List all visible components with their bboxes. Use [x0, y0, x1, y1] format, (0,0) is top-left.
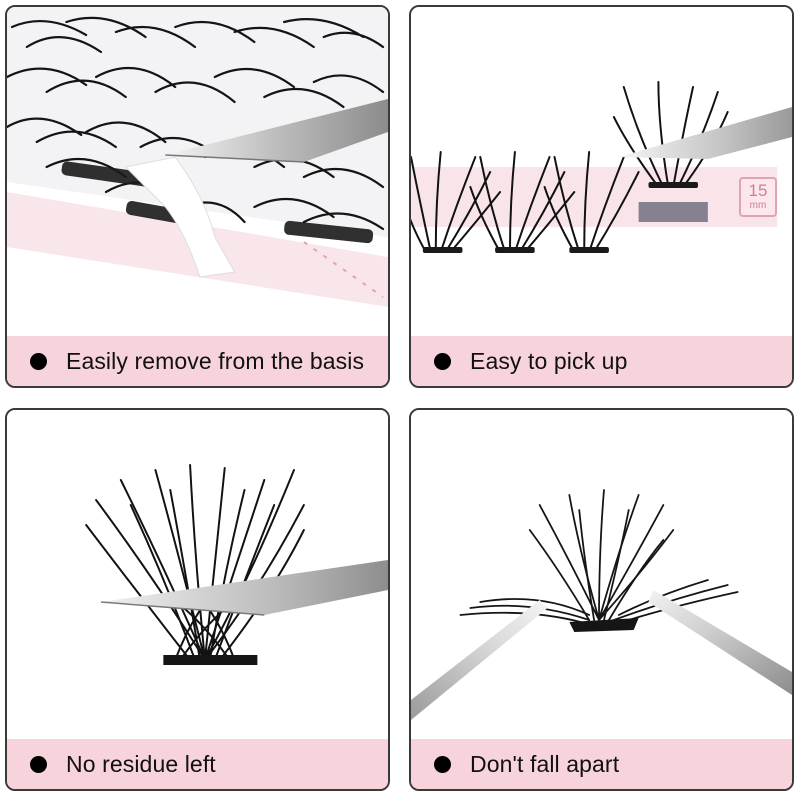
- caption-bar: Easy to pick up: [411, 336, 792, 386]
- caption-bar: Don't fall apart: [411, 739, 792, 789]
- filled-circle-icon: [434, 352, 451, 370]
- length-tag: 15 mm: [739, 177, 777, 217]
- single-cluster-photo: [7, 410, 388, 741]
- single-cluster-illustration: [7, 410, 388, 741]
- caption-bar: No residue left: [7, 739, 388, 789]
- panel-dont-fall-apart: Don't fall apart: [409, 408, 794, 791]
- filled-circle-icon: [434, 755, 451, 773]
- lash-strip-illustration: [411, 7, 792, 338]
- lash-clusters: [411, 81, 729, 253]
- caption-bar: Easily remove from the basis: [7, 336, 388, 386]
- caption-text: Easily remove from the basis: [66, 347, 365, 374]
- panel-easy-pick-up: 15 mm Easy to pick up: [409, 5, 794, 388]
- lash-tray-photo: [7, 7, 388, 338]
- lash-strip-photo: 15 mm: [411, 7, 792, 338]
- two-tweezers-illustration: [411, 410, 792, 741]
- caption-text: Easy to pick up: [470, 347, 628, 374]
- lash-tray-illustration: [7, 7, 388, 338]
- two-tweezers-photo: [411, 410, 792, 741]
- panel-no-residue: No residue left: [5, 408, 390, 791]
- filled-circle-icon: [30, 755, 47, 773]
- panel-easily-remove: Easily remove from the basis: [5, 5, 390, 388]
- filled-circle-icon: [30, 352, 47, 370]
- caption-text: Don't fall apart: [470, 750, 620, 777]
- caption-text: No residue left: [66, 750, 216, 777]
